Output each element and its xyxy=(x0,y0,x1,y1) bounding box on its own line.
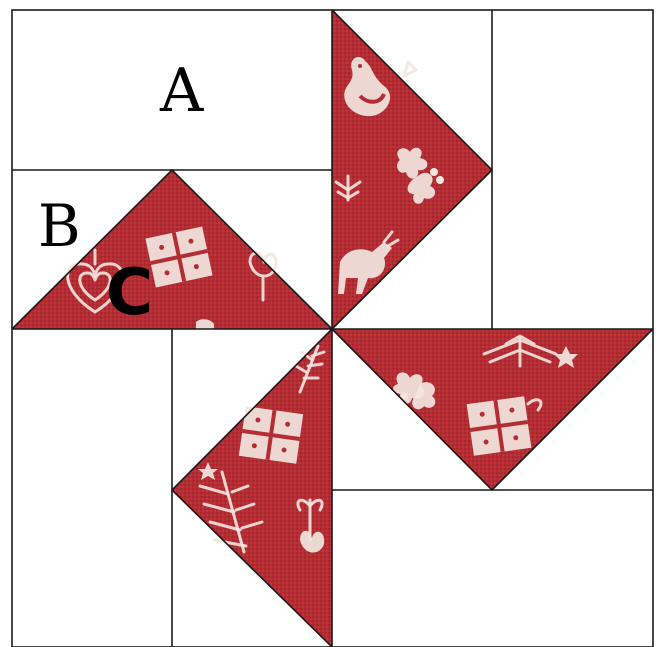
patch-label-b: B xyxy=(38,192,81,260)
patch-label-a: A xyxy=(159,56,204,126)
patch-label-c: C xyxy=(106,256,153,330)
gift-motif-bottom xyxy=(239,406,303,464)
